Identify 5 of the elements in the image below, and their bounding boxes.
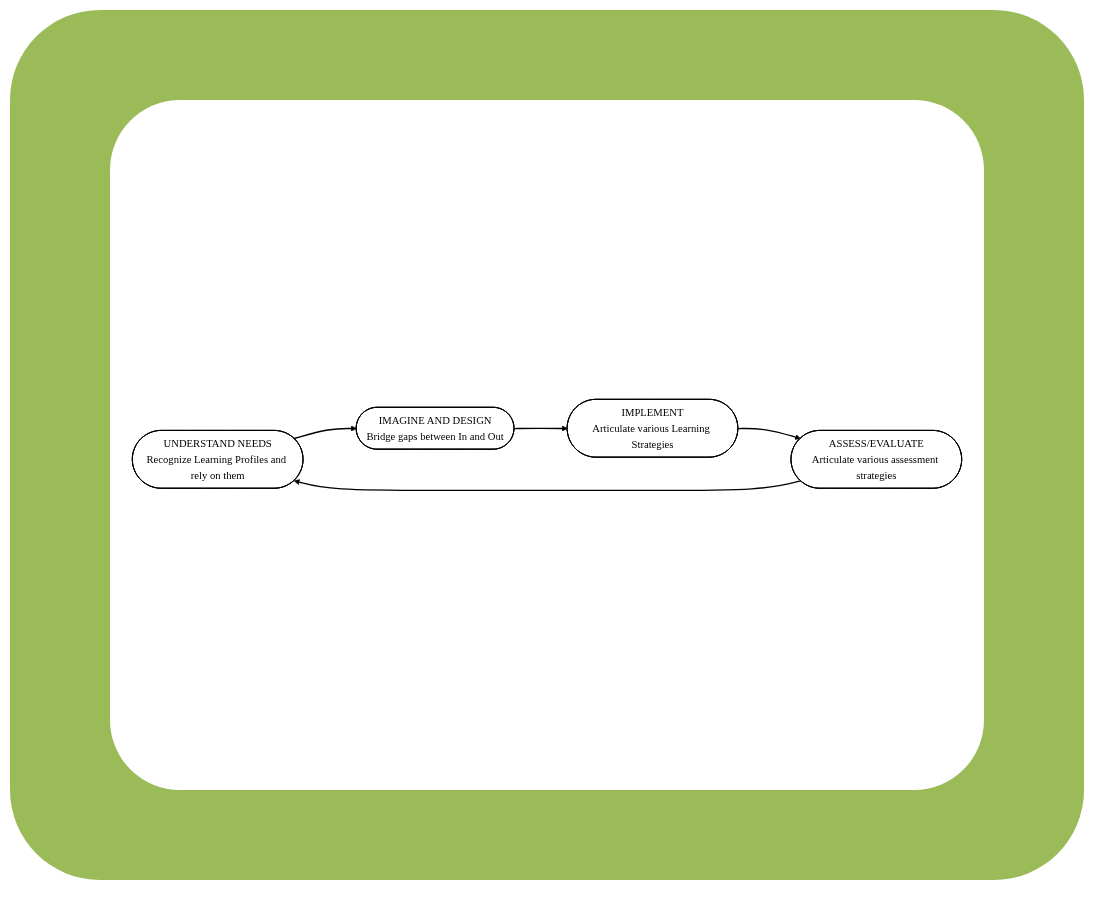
arrow <box>737 427 801 440</box>
panel-background: UNDERSTAND NEEDS Recognize Learning Profiles and rely on them IMAGINE AND DESIGN Bridge gaps between In and Out IMPLEMENT Articulate various Learning Strategies ASSESS/EVALUATE Articulate various assessment strategies <box>110 100 984 790</box>
arrow <box>293 425 357 440</box>
arrow <box>513 425 568 432</box>
arrow <box>293 479 802 492</box>
